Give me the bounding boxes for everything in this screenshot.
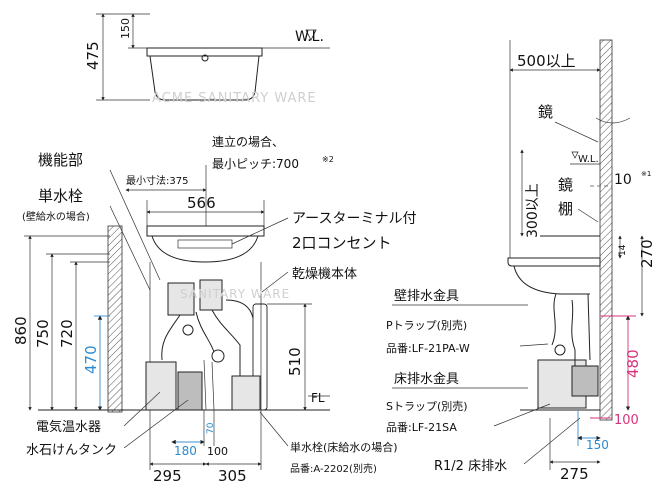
front-view: FL 連立の場合、 最小ピッチ:700 ※2 最小寸法:375 566 機能部 … (12, 134, 416, 485)
install-note-2: 最小ピッチ:700 (212, 157, 299, 171)
side-wl: W.L. (578, 154, 599, 165)
label-wall-drain: 壁排水金具 (394, 288, 459, 304)
label-shelf: 棚 (558, 200, 573, 218)
label-function-unit: 機能部 (38, 151, 83, 169)
install-note-sup: ※2 (322, 155, 334, 164)
soap-tank (177, 371, 203, 411)
label-mirror-2: 鏡 (558, 176, 573, 194)
side-piping (551, 293, 591, 366)
basin-bowl (149, 55, 260, 101)
label-ptrap: Pトラップ(別売) (386, 319, 467, 332)
side-dim-300: 300以上 (525, 183, 541, 238)
dim-305: 305 (218, 467, 247, 485)
dim-295: 295 (153, 467, 182, 485)
dim-470: 470 (82, 345, 100, 374)
label-outlet-1: アースターミナル付 (292, 211, 416, 227)
label-water-heater: 電気温水器 (36, 419, 101, 435)
label-strap: Sトラップ(別売) (386, 400, 468, 413)
dim-750: 750 (34, 319, 52, 348)
wall-hatch (107, 225, 123, 413)
min-size-label: 最小寸法:375 (126, 174, 188, 187)
top-wl-label: W.L. (295, 29, 324, 45)
dim-510: 510 (286, 347, 304, 376)
dim-150: 150 (119, 18, 132, 39)
label-single-faucet: 単水栓 (38, 187, 83, 205)
dim-860: 860 (12, 316, 30, 345)
side-dim-14: 14 (618, 244, 628, 256)
drain-unit (231, 375, 261, 411)
side-basin-rim (507, 257, 601, 267)
label-floor-faucet: 単水栓(床給水の場合) (290, 440, 398, 454)
water-heater (145, 361, 177, 411)
side-dim-500: 500以上 (517, 52, 576, 70)
side-dim-150: 150 (586, 438, 609, 452)
top-basin-view: W.L. 475 150 ACME SANITARY WARE (84, 13, 330, 106)
dim-100: 100 (207, 445, 228, 458)
watermark: ACME SANITARY WARE (152, 91, 317, 106)
label-single-faucet-sub: (壁給水の場合) (22, 210, 90, 223)
dim-720: 720 (58, 319, 76, 348)
control-unit (167, 282, 195, 316)
dim-70: 70 (206, 422, 216, 434)
label-dryer: 乾燥機本体 (292, 267, 357, 282)
label-floor-drain: 床排水金具 (394, 371, 459, 387)
side-dim-10-sup: ※1 (641, 170, 651, 178)
install-note-1: 連立の場合、 (212, 134, 284, 149)
side-wall-hatch (599, 39, 613, 421)
front-basin-bowl (151, 235, 259, 263)
side-dim-10: 10 (614, 172, 632, 188)
side-basin-bowl (513, 265, 590, 295)
valve-icon (211, 349, 225, 363)
fl-label: FL (311, 391, 325, 405)
basin-rim (146, 47, 263, 57)
label-outlet-2: 2口コンセント (292, 234, 392, 252)
svg-text:SANITARY WARE: SANITARY WARE (180, 287, 290, 301)
piping (161, 299, 254, 376)
side-dim-270: 270 (638, 239, 656, 268)
side-view: 500以上 鏡 W.L. 10 ※1 鏡 棚 300以上 14 270 (386, 39, 656, 483)
label-ptrap-part: 品番:LF-21PA-W (386, 342, 470, 355)
label-strap-part: 品番:LF-21SA (386, 421, 457, 434)
label-soap-tank: 水石けんタンク (26, 443, 117, 458)
dim-475: 475 (84, 41, 102, 70)
side-dim-480: 480 (624, 349, 642, 378)
front-basin-rim (146, 225, 265, 237)
side-dim-275: 275 (560, 465, 589, 483)
label-r12: R1/2 床排水 (434, 459, 507, 474)
water-level-triangle-icon (305, 29, 317, 41)
label-floor-faucet-part: 品番:A-2202(別売) (290, 462, 377, 475)
width-566: 566 (187, 194, 216, 212)
label-mirror: 鏡 (538, 103, 553, 121)
side-dim-100: 100 (614, 413, 639, 428)
basin-drain-icon (201, 54, 209, 62)
function-unit (199, 279, 223, 311)
dim-180: 180 (174, 444, 197, 458)
